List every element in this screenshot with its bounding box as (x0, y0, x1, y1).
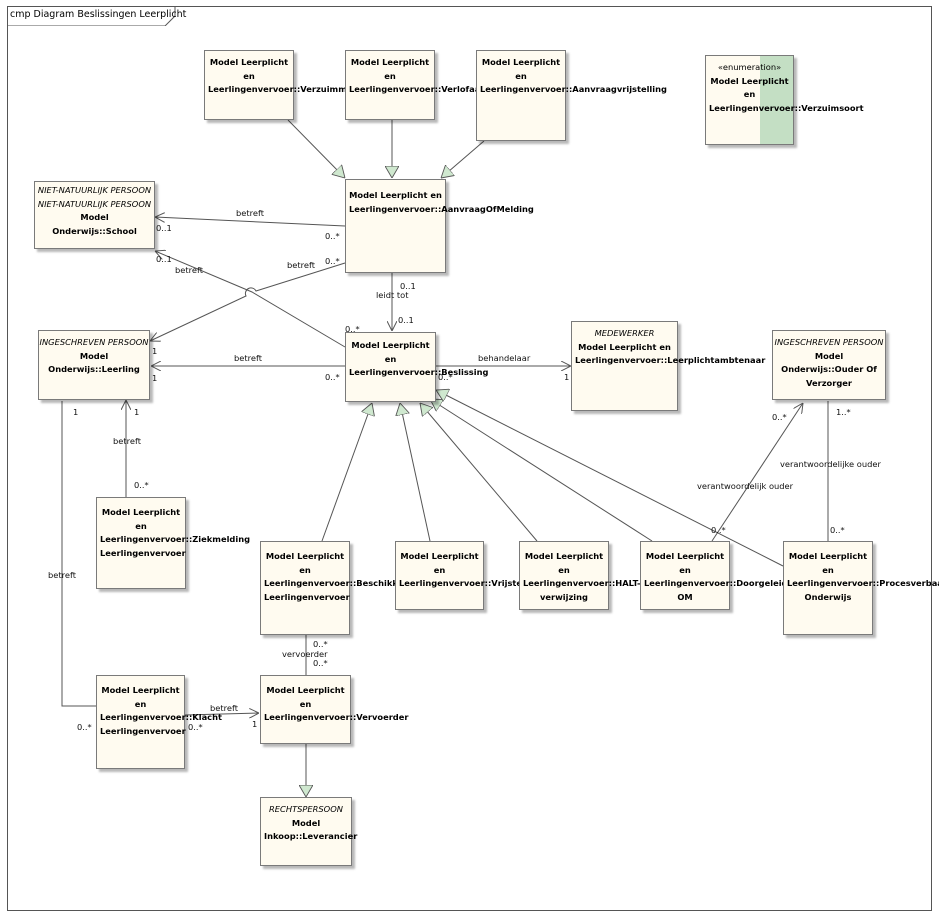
class-name: Model Leerplicht en Leerlingenvervoer::D… (644, 551, 803, 602)
class-name: Model Leerplicht en Leerlingenvervoer::H… (523, 551, 641, 602)
class-name: Model Leerplicht en Leerlingenvervoer::Z… (100, 507, 251, 558)
edge-label: betreft (48, 570, 76, 580)
multiplicity: 0..1 (398, 315, 414, 325)
edge-label: verantwoordelijk ouder (697, 481, 794, 491)
class-name: Model Leerplicht en Leerlingenvervoer::B… (349, 340, 489, 377)
class-name: Model Leerplicht en Leerlingenvervoer::L… (575, 341, 766, 366)
multiplicity: 0..* (325, 372, 340, 382)
multiplicity: 1 (73, 407, 79, 417)
assoc-klacht-vervoerder (184, 713, 259, 715)
class-name: Model Onderwijs::School (52, 212, 137, 236)
gen-doorgeleiding-besl (430, 399, 653, 542)
gen-halt-besl (420, 403, 538, 542)
multiplicity: 1 (152, 346, 158, 356)
class-name: Model Onderwijs::Ouder Of Verzorger (781, 350, 877, 388)
stereotype: INGESCHREVEN PERSOON (774, 337, 884, 347)
assoc-klacht-leerling (61, 401, 97, 707)
multiplicity: 1 (252, 719, 258, 729)
multiplicity: 0..* (134, 480, 149, 490)
class-name: Model Leerplicht en Leerlingenvervoer::K… (100, 685, 222, 736)
class-aanvraagofmelding[interactable]: Model Leerplicht en Leerlingenvervoer::A… (345, 179, 534, 273)
edge-label: betreft (113, 436, 141, 446)
class-klacht[interactable]: Model Leerplicht en Leerlingenvervoer::K… (96, 675, 222, 769)
class-verlofaanvraag[interactable]: Model Leerplicht en Leerlingenvervoer::V… (345, 50, 513, 120)
class-beschikking[interactable]: Model Leerplicht en Leerlingenvervoer::B… (260, 541, 413, 635)
class-vrijstelling[interactable]: Model Leerplicht en Leerlingenvervoer::V… (395, 541, 543, 610)
diagram-frame (7, 6, 932, 911)
class-leerplichtambtenaar[interactable]: MEDEWERKER Model Leerplicht en Leerlinge… (571, 321, 766, 411)
gen-procesverbaal-besl (436, 390, 784, 567)
class-verzuimmelding[interactable]: Model Leerplicht en Leerlingenvervoer::V… (204, 50, 376, 120)
assoc-aom-school (155, 217, 346, 227)
class-name: Model Leerplicht en Leerlingenvervoer::A… (480, 57, 667, 94)
enum-verzuimsoort[interactable]: «enumeration» Model Leerplicht en Leerli… (705, 55, 864, 145)
gen-verzuimmelding-aom (287, 119, 345, 178)
multiplicity: 0..* (77, 722, 92, 732)
multiplicity: 0..* (345, 324, 360, 334)
class-name: Model Leerplicht en Leerlingenvervoer::B… (264, 551, 413, 602)
class-ouder[interactable]: INGESCHREVEN PERSOON Model Onderwijs::Ou… (772, 330, 886, 400)
class-ziekmelding[interactable]: Model Leerplicht en Leerlingenvervoer::Z… (96, 497, 251, 589)
multiplicity: 0..* (313, 639, 328, 649)
class-name: Model Leerplicht en Leerlingenvervoer::P… (787, 551, 939, 602)
class-name: Model Leerplicht en Leerlingenvervoer::V… (208, 57, 376, 94)
gen-beschikking-besl (321, 403, 372, 542)
class-procesverbaal[interactable]: Model Leerplicht en Leerlingenvervoer::P… (783, 541, 939, 635)
multiplicity: 0..* (438, 372, 453, 382)
multiplicity: 1 (152, 373, 158, 383)
multiplicity: 0..* (325, 231, 340, 241)
class-doorgeleiding[interactable]: Model Leerplicht en Leerlingenvervoer::D… (640, 541, 803, 610)
class-leerling[interactable]: INGESCHREVEN PERSOON Model Onderwijs::Le… (38, 330, 150, 400)
edge-label: behandelaar (478, 353, 531, 363)
assoc-aom-leerling (150, 262, 346, 341)
edge-label: betreft (234, 353, 262, 363)
class-name: Model Leerplicht en Leerlingenvervoer::V… (399, 551, 543, 588)
stereotype: INGESCHREVEN PERSOON (39, 337, 149, 347)
class-name: Model Inkoop::Leverancier (264, 817, 358, 842)
gen-vrijstelling-besl (400, 403, 431, 542)
edge-label: betreft (175, 265, 203, 275)
class-aanvraagvrijstelling[interactable]: Model Leerplicht en Leerlingenvervoer::A… (476, 50, 667, 141)
multiplicity: 1..* (836, 407, 851, 417)
multiplicity: 0..* (313, 658, 328, 668)
class-leverancier[interactable]: RECHTSPERSOON Model Inkoop::Leverancier (260, 797, 358, 866)
assoc-besl-school (155, 251, 346, 348)
stereotype: RECHTSPERSOON (269, 804, 343, 814)
multiplicity: 1 (134, 407, 140, 417)
multiplicity: 0..* (711, 525, 726, 535)
edge-label: betreft (236, 208, 264, 218)
stereotype: MEDEWERKER (594, 328, 655, 338)
diagram-title: cmp Diagram Beslissingen Leerplicht (10, 9, 187, 20)
class-vervoerder[interactable]: Model Leerplicht en Leerlingenvervoer::V… (260, 675, 409, 744)
class-name: Model Onderwijs::Leerling (48, 350, 140, 375)
gen-aanvraagvrijstelling-aom (441, 140, 485, 178)
edge-label: leidt tot (376, 290, 409, 300)
class-name: Model Leerplicht en Leerlingenvervoer::A… (349, 190, 534, 214)
edge-label: betreft (210, 703, 238, 713)
multiplicity: 1 (564, 372, 570, 382)
stereotype: NIET-NATUURLIJK PERSOON NIET-NATUURLIJK … (37, 185, 152, 209)
multiplicity: 0..* (188, 722, 203, 732)
assoc-doorgeleiding-ouder (711, 403, 803, 542)
class-beslissing[interactable]: Model Leerplicht en Leerlingenvervoer::B… (345, 332, 489, 402)
class-name: Model Leerplicht en Leerlingenvervoer::V… (349, 57, 513, 94)
multiplicity: 0..* (325, 256, 340, 266)
multiplicity: 0..1 (400, 281, 416, 291)
class-halt-verwijzing[interactable]: Model Leerplicht en Leerlingenvervoer::H… (519, 541, 641, 610)
edge-label: vervoerder (282, 649, 328, 659)
multiplicity: 0..1 (156, 223, 172, 233)
class-name: Model Leerplicht en Leerlingenvervoer::V… (264, 685, 409, 722)
multiplicity: 0..* (772, 412, 787, 422)
multiplicity: 0..1 (156, 254, 172, 264)
edge-label: betreft (287, 260, 315, 270)
multiplicity: 0..* (830, 525, 845, 535)
edge-label: verantwoordelijke ouder (780, 459, 881, 469)
stereotype: «enumeration» (717, 62, 782, 72)
class-name: Model Leerplicht en Leerlingenvervoer::V… (709, 75, 864, 113)
class-school[interactable]: NIET-NATUURLIJK PERSOON NIET-NATUURLIJK … (34, 181, 155, 249)
diagram-title-tab (7, 6, 176, 26)
